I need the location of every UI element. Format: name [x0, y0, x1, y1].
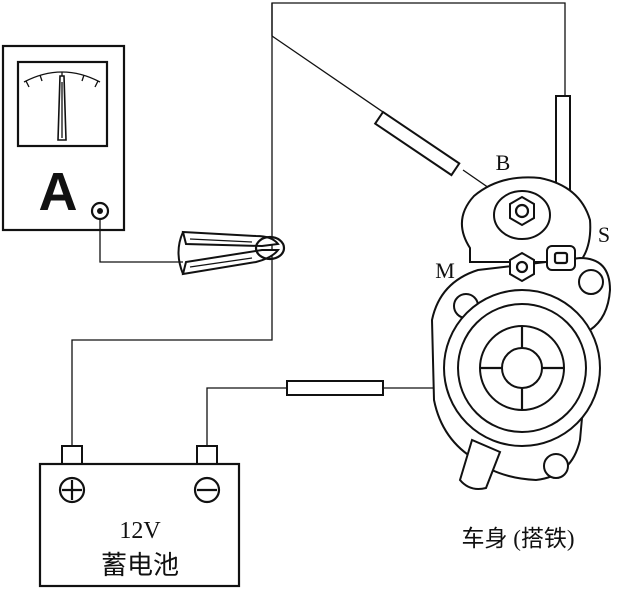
- clamp-jaw-ring: [254, 235, 286, 261]
- ammeter-terminal: [90, 201, 110, 221]
- battery-post-positive: [61, 445, 83, 465]
- starter-drive-nose: [458, 438, 502, 490]
- wire-main-vertical: [71, 3, 273, 446]
- ammeter-dial: [16, 60, 109, 148]
- clamp-stripe-1: [189, 238, 253, 243]
- label-ground: 车身 (搭铁): [461, 526, 574, 551]
- s-terminal-pin: [553, 251, 569, 265]
- battery-name: 蓄电池: [101, 551, 179, 580]
- wire-ground: [206, 387, 287, 446]
- s-terminal-connector: [546, 245, 576, 271]
- ammeter-symbol: A: [39, 162, 78, 222]
- ammeter-case: [1, 44, 126, 232]
- clamp-lower-jaw: [181, 249, 281, 276]
- fuse-diagonal: [373, 110, 461, 177]
- hub-spokes: [480, 326, 564, 410]
- flange-bolt-top-right: [578, 269, 604, 295]
- wire-top-loop: [271, 2, 566, 96]
- current-clamp: [177, 230, 286, 276]
- ammeter-terminal-dot: [97, 208, 103, 214]
- flange-bolt-bottom: [543, 453, 569, 479]
- clamp-stripe-2: [189, 257, 253, 268]
- clamp-hinge: [177, 231, 184, 275]
- fuse-ground: [286, 380, 384, 396]
- battery-case: [38, 462, 241, 588]
- clamp-upper-jaw: [181, 230, 280, 248]
- label-b-terminal: B: [496, 150, 511, 175]
- battery-voltage: 12V: [119, 518, 161, 544]
- housing-hub: [501, 347, 543, 389]
- battery-post-negative: [196, 445, 218, 465]
- ammeter: A: [1, 44, 126, 232]
- starter-motor: [430, 176, 612, 490]
- wire-ammeter-lead: [99, 220, 183, 263]
- battery: 12V 蓄电池: [38, 445, 241, 588]
- label-s-terminal: S: [598, 222, 610, 247]
- m-terminal-stud: [515, 260, 529, 274]
- inline-fuses: [286, 95, 571, 396]
- b-terminal-nut: [509, 195, 535, 227]
- battery-positive-symbol: [58, 476, 86, 504]
- m-terminal-nut: [509, 251, 535, 283]
- label-m-terminal: M: [435, 258, 455, 283]
- b-terminal-stud: [514, 203, 530, 219]
- wire-to-b-terminal: [271, 35, 384, 113]
- fuse-vertical: [555, 95, 571, 191]
- battery-negative-symbol: [193, 476, 221, 504]
